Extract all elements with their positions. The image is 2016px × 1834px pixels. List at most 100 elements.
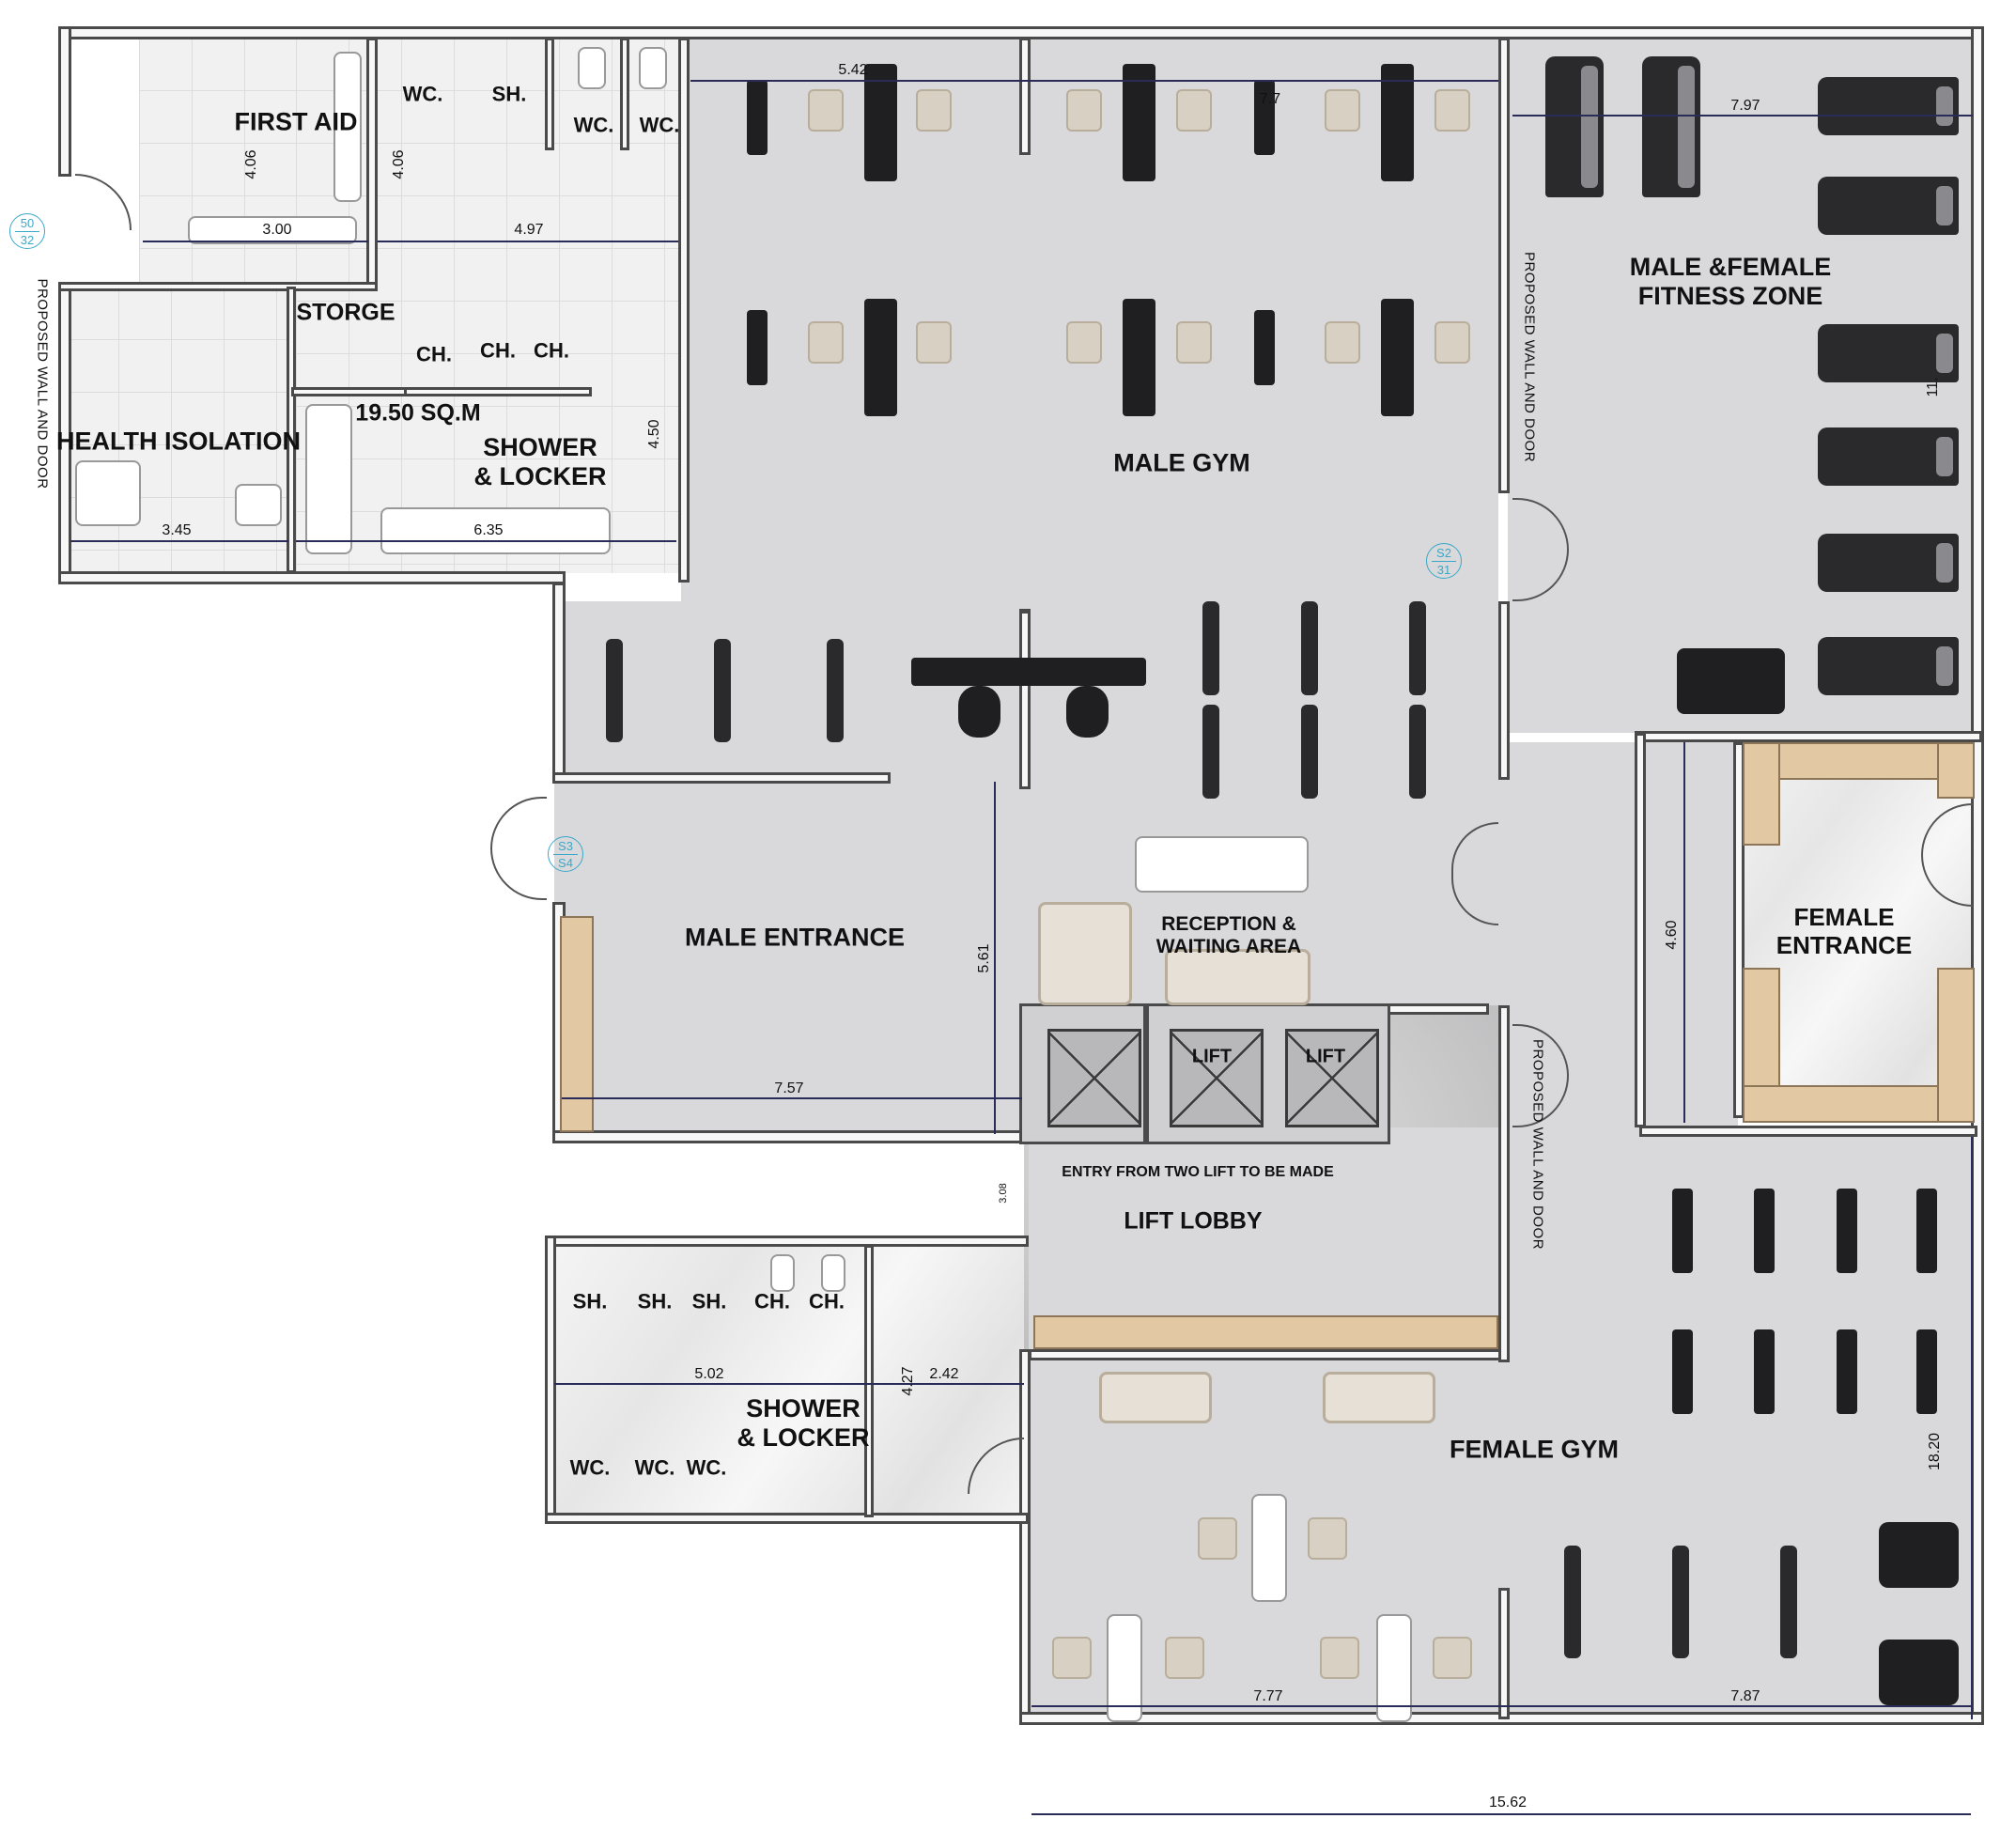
dim-line-female-gym-bottom	[1031, 1705, 1971, 1707]
label-shower-locker-female: SHOWER & LOCKER	[737, 1393, 870, 1452]
wall-health-right	[287, 287, 296, 573]
dim-4-50: 4.50	[646, 419, 662, 449]
label-wc-bottom-3: WC.	[686, 1455, 727, 1480]
reception-desk	[1135, 836, 1309, 893]
first-aid-bed	[333, 52, 362, 202]
dim-7-57: 7.57	[774, 1080, 804, 1096]
wall-male-gym-mid-2	[1019, 611, 1031, 789]
wall-bottom-male-entrance	[552, 1130, 1031, 1143]
dim-line-first-aid	[143, 241, 368, 242]
label-wc-bottom-2: WC.	[634, 1455, 675, 1480]
female-entrance-counter-top	[1743, 742, 1975, 780]
male-entrance-floor	[554, 789, 1024, 1132]
wall-first-aid-right	[366, 38, 378, 287]
label-wc-top-2: WC.	[573, 113, 614, 137]
wall-female-locker-top	[545, 1236, 1029, 1247]
locker-bench-2	[380, 507, 611, 554]
first-aid-counter	[188, 216, 357, 244]
label-area: 19.50 SQ.M	[355, 399, 481, 427]
toilet-1	[578, 47, 606, 89]
label-ch-top-1: CH.	[416, 342, 452, 366]
health-cabinet	[235, 484, 282, 526]
label-male-gym: MALE GYM	[1113, 448, 1250, 477]
toilet-2	[639, 47, 667, 89]
lift-shaft-2	[1285, 1029, 1379, 1127]
dim-4-06a: 4.06	[243, 149, 259, 179]
wall-divider-fitness	[1498, 38, 1510, 493]
label-female-entrance: FEMALE ENTRANCE	[1776, 903, 1913, 959]
wall-female-entrance-left-outer	[1635, 733, 1646, 1127]
label-wc-bottom-1: WC.	[569, 1455, 611, 1480]
dim-line-male-entrance-v	[994, 782, 996, 1134]
label-fitness-zone: MALE &FEMALE FITNESS ZONE	[1629, 252, 1832, 310]
door-left-entry[interactable]	[75, 174, 132, 230]
wall-ch-bottom	[404, 387, 592, 396]
dim-7-97: 7.97	[1730, 98, 1760, 114]
lobby-wood-strip	[1033, 1315, 1498, 1349]
label-lift-2: LIFT	[1305, 1046, 1346, 1067]
wall-female-locker-left	[545, 1236, 556, 1522]
dim-line-health	[70, 540, 288, 542]
lobby-sofa-2	[1323, 1372, 1435, 1423]
note-proposed-mid-top: PROPOSED WALL AND DOOR	[1521, 251, 1538, 463]
dim-7-87: 7.87	[1730, 1688, 1760, 1704]
dim-4-27: 4.27	[900, 1366, 916, 1396]
wall-female-gym-divider	[1498, 1588, 1510, 1719]
label-lift-lobby: LIFT LOBBY	[1124, 1207, 1263, 1235]
dim-5-42: 5.42	[838, 62, 868, 78]
dim-5-02: 5.02	[694, 1366, 724, 1382]
label-sh-bottom-3: SH.	[691, 1289, 727, 1313]
male-locker-floor	[296, 38, 681, 573]
female-entrance-counter-bottom	[1743, 1085, 1975, 1123]
outer-wall-left	[58, 26, 71, 177]
note-proposed-left: PROPOSED WALL AND DOOR	[34, 278, 51, 490]
label-wc-top-1: WC.	[402, 82, 443, 106]
wall-locker-right	[678, 38, 690, 583]
wall-top-male-entrance	[552, 772, 891, 784]
label-ch-top-3: CH.	[534, 338, 569, 363]
wall-divider-fitness-lower	[1498, 601, 1510, 780]
wall-female-entrance-left	[1733, 742, 1745, 1118]
wall-female-entrance-bottom	[1639, 1126, 1977, 1137]
health-bed	[75, 460, 141, 526]
door-male-entrance[interactable]	[490, 797, 547, 900]
dim-line-locker	[378, 241, 678, 242]
dim-line-top-male-gym	[690, 80, 1498, 82]
dim-3-45: 3.45	[162, 522, 192, 538]
male-entrance-bench	[560, 916, 594, 1132]
dim-7-77: 7.77	[1253, 1688, 1283, 1704]
dim-5-61: 5.61	[976, 943, 992, 973]
wall-lobby-bottom	[1029, 1349, 1508, 1360]
wall-bottom-health	[58, 571, 566, 584]
dim-line-locker-bottom	[296, 540, 676, 542]
wall-female-locker-bottom	[545, 1513, 1029, 1524]
wall-wc-divider-2	[620, 38, 629, 150]
wall-first-aid-bottom	[58, 282, 378, 291]
female-entrance-counter-right-top	[1937, 742, 1975, 799]
label-storage: STORGE	[296, 299, 395, 326]
wall-male-gym-mid	[1019, 38, 1031, 155]
label-female-gym: FEMALE GYM	[1450, 1435, 1619, 1464]
label-ch-bottom-1: CH.	[754, 1289, 790, 1313]
wall-wc-divider	[545, 38, 554, 150]
dim-line-overall	[1031, 1813, 1971, 1815]
wall-lobby-left-lower	[1019, 1349, 1031, 1725]
lift-shaft-1	[1170, 1029, 1264, 1127]
dim-15-62: 15.62	[1488, 1795, 1528, 1811]
dim-line-female-gym-right	[1971, 1137, 1973, 1719]
dim-2-42: 2.42	[929, 1366, 959, 1382]
dim-4-60: 4.60	[1664, 920, 1680, 950]
wall-lobby-right	[1498, 1005, 1510, 1362]
dim-4-97: 4.97	[514, 222, 544, 238]
dim-line-female-entrance-v	[1683, 742, 1685, 1123]
wall-left-male-gym	[552, 583, 566, 775]
label-wc-top-3: WC.	[639, 113, 680, 137]
toilet-4	[821, 1254, 845, 1292]
female-entrance-counter-right	[1937, 968, 1975, 1123]
label-lift-note: ENTRY FROM TWO LIFT TO BE MADE	[1062, 1163, 1334, 1180]
label-lift-1: LIFT	[1191, 1046, 1233, 1067]
